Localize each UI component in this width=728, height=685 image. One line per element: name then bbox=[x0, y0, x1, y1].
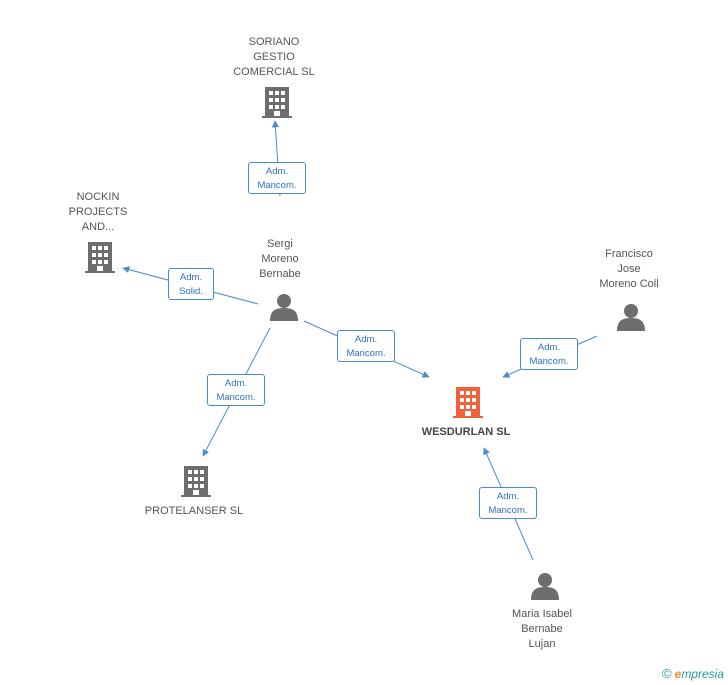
edge-label-maria-wesdurlan: Adm. Mancom. bbox=[479, 487, 537, 519]
maria-person-icon[interactable] bbox=[531, 573, 559, 600]
edge-label-sergi-wesdurlan: Adm. Mancom. bbox=[337, 330, 395, 362]
node-label-soriano[interactable]: SORIANO GESTIO COMERCIAL SL bbox=[233, 36, 315, 78]
wesdurlan-building-icon[interactable] bbox=[453, 387, 483, 418]
node-label-wesdurlan[interactable]: WESDURLAN SL bbox=[421, 426, 511, 438]
node-label-sergi[interactable]: Sergi Moreno Bernabe bbox=[259, 238, 301, 280]
nockin-building-icon[interactable] bbox=[85, 242, 115, 273]
brand-logo: empresia bbox=[674, 666, 724, 681]
soriano-building-icon[interactable] bbox=[262, 87, 292, 118]
node-label-nockin[interactable]: NOCKIN PROJECTS AND... bbox=[68, 191, 128, 233]
copyright-symbol: © bbox=[662, 666, 672, 681]
edge-label-sergi-nockin: Adm. Solid. bbox=[168, 268, 214, 300]
node-label-protelanser[interactable]: PROTELANSER SL bbox=[144, 505, 244, 517]
sergi-person-icon[interactable] bbox=[270, 294, 298, 321]
node-label-maria[interactable]: Maria Isabel Bernabe Lujan bbox=[512, 608, 572, 650]
protelanser-building-icon[interactable] bbox=[181, 466, 211, 497]
francisco-person-icon[interactable] bbox=[617, 304, 645, 331]
edge-label-sergi-protelanser: Adm. Mancom. bbox=[207, 374, 265, 406]
brand-footer: © empresia bbox=[662, 666, 724, 681]
node-label-francisco[interactable]: Francisco Jose Moreno Coll bbox=[599, 248, 659, 290]
edge-label-francisco-wesdurlan: Adm. Mancom. bbox=[520, 338, 578, 370]
edge-label-sergi-soriano: Adm. Mancom. bbox=[248, 162, 306, 194]
